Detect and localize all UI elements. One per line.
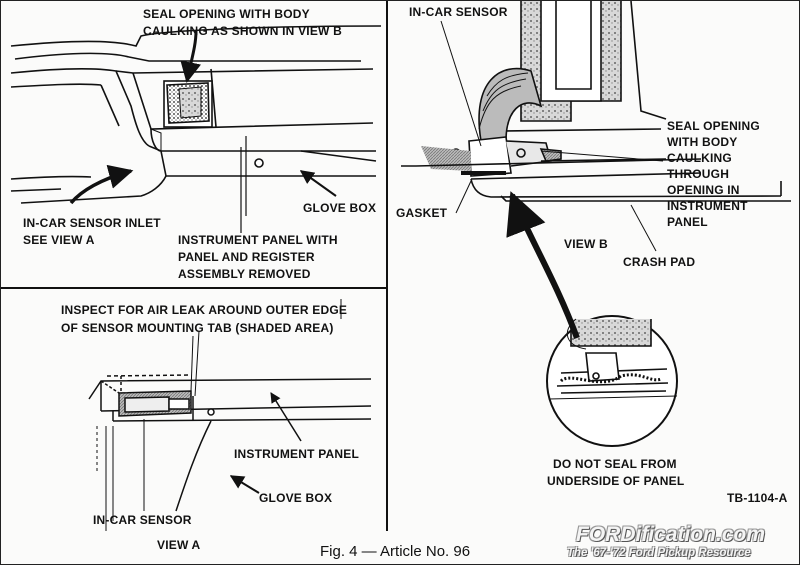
inspect-note-line2: OF SENSOR MOUNTING TAB (SHADED AREA) [61,321,334,335]
seal-note-line1: SEAL OPENING [667,119,760,133]
seal-note-line4: THROUGH [667,167,730,181]
seal-note-line2: WITH BODY [667,135,738,149]
inspect-note-line1: INSPECT FOR AIR LEAK AROUND OUTER EDGE [61,303,348,317]
seal-note-line6: INSTRUMENT [667,199,748,213]
leader-arrows-view-b [440,20,664,340]
figure-caption: Fig. 4 — Article No. 96 [320,543,471,560]
do-not-seal-line2: UNDERSIDE OF PANEL [547,474,685,488]
watermark-brand: FORDification.com [576,523,766,546]
glove-box-label-view-a: GLOVE BOX [259,491,333,505]
watermark-tagline: The '67-'72 Ford Pickup Resource [567,547,751,559]
view-a-title: VIEW A [157,538,201,552]
leader-arrows-view-a [143,299,342,511]
do-not-seal-line1: DO NOT SEAL FROM [553,457,677,471]
instrument-panel-note-line3: ASSEMBLY REMOVED [178,267,311,281]
seal-note-line7: PANEL [667,215,708,229]
seal-note-line5: OPENING IN [667,183,740,197]
sensor-inlet-label-line1: IN-CAR SENSOR INLET [23,216,161,230]
sensor-inlet-label-line2: SEE VIEW A [23,233,95,247]
view-b-drawing [401,1,791,202]
in-car-sensor-label-view-b: IN-CAR SENSOR [409,5,508,19]
seal-opening-note-line2: CAULKING AS SHOWN IN VIEW B [143,24,342,38]
leader-arrows-top [69,30,337,233]
gasket-label: GASKET [396,206,448,220]
figure-code: TB-1104-A [727,491,788,505]
instrument-panel-note-line2: PANEL AND REGISTER [178,250,315,264]
crash-pad-label: CRASH PAD [623,255,696,269]
in-car-sensor-label-view-a: IN-CAR SENSOR [93,513,192,527]
instrument-panel-note-line1: INSTRUMENT PANEL WITH [178,233,338,247]
view-a-drawing [88,330,372,531]
dashboard-drawing [10,25,382,204]
view-b-inset [546,315,678,447]
seal-note-line3: CAULKING [667,151,732,165]
instrument-panel-label: INSTRUMENT PANEL [234,447,359,461]
view-b-title: VIEW B [564,237,608,251]
seal-opening-note-line1: SEAL OPENING WITH BODY [143,7,310,21]
glove-box-label-top: GLOVE BOX [303,201,377,215]
